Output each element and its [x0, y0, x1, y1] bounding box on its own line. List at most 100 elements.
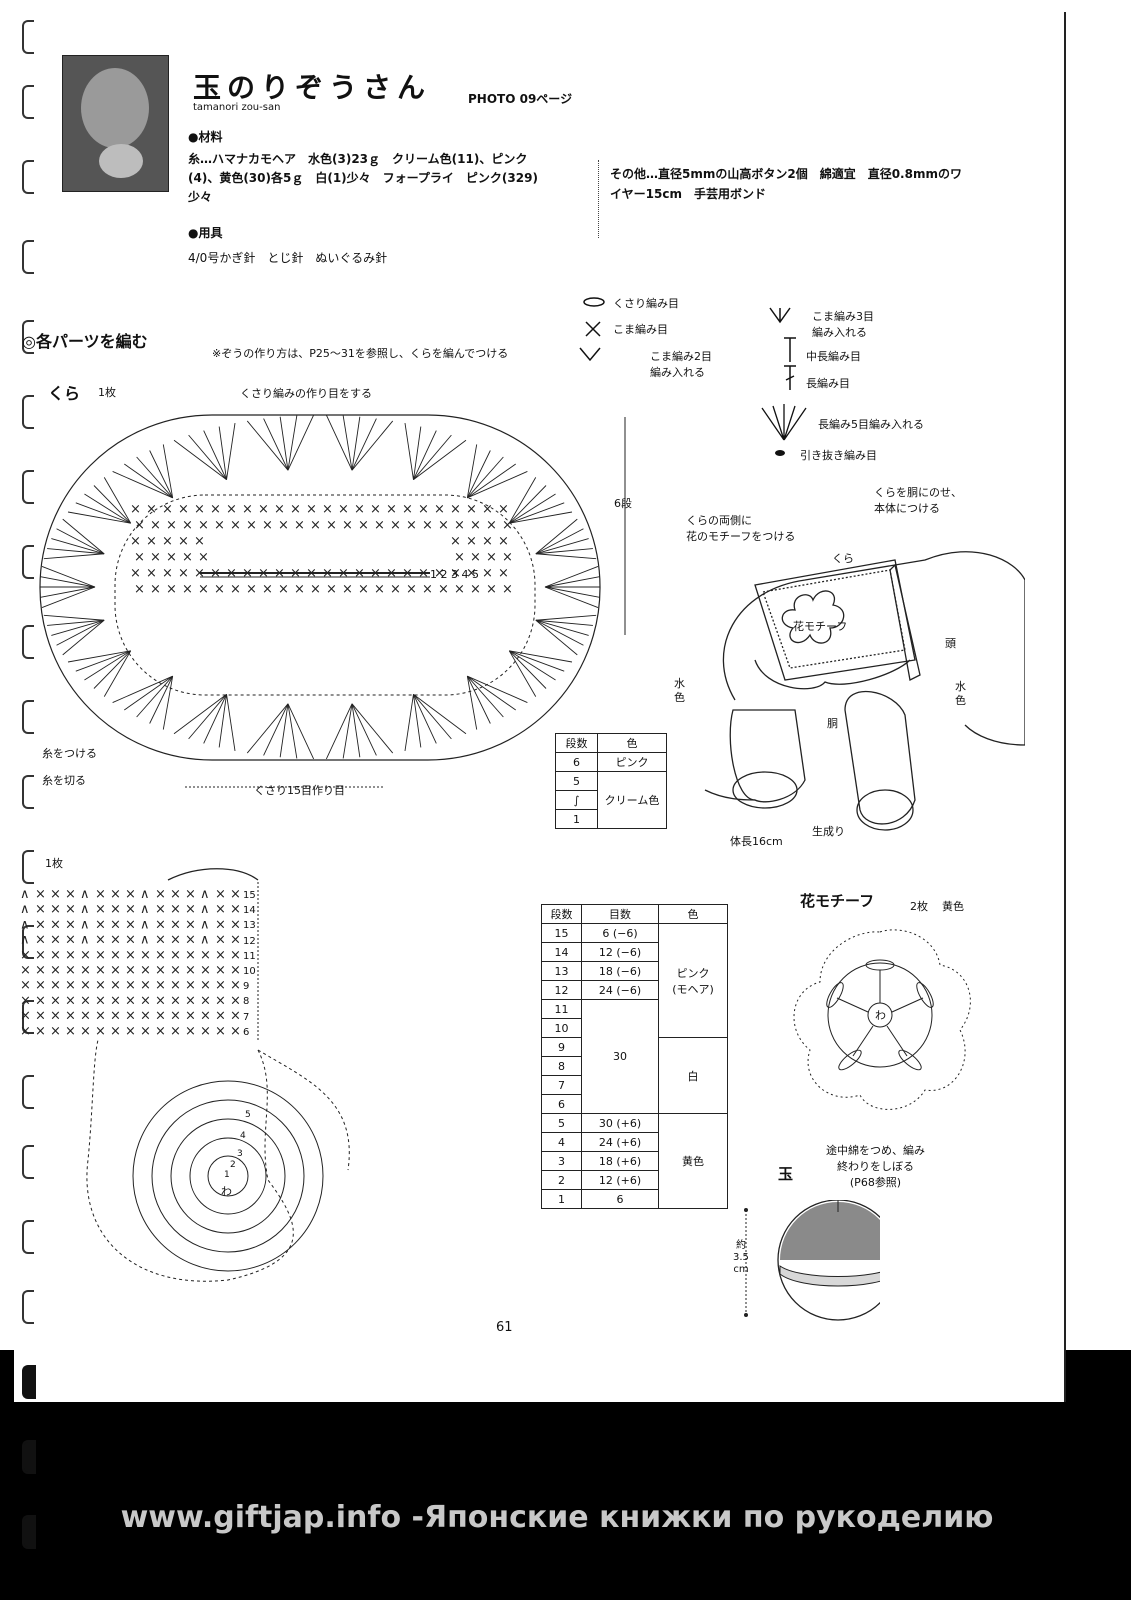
- svg-text:×: ×: [125, 902, 136, 917]
- svg-text:×: ×: [155, 902, 166, 917]
- table-cell: 6: [555, 752, 598, 772]
- svg-text:×: ×: [50, 963, 61, 978]
- svg-text:×: ×: [454, 582, 465, 597]
- svg-text:×: ×: [454, 518, 465, 533]
- svg-text:×: ×: [65, 1009, 76, 1024]
- table-cell: 6 (−6): [581, 923, 659, 943]
- svg-text:×: ×: [35, 978, 46, 993]
- svg-text:×: ×: [438, 518, 449, 533]
- svg-text:∧: ∧: [200, 902, 210, 917]
- kura-title: くら: [48, 384, 81, 403]
- svg-text:×: ×: [322, 502, 333, 517]
- tools-line: 4/0号かぎ針 とじ針 ぬいぐるみ針: [188, 251, 388, 265]
- svg-text:×: ×: [215, 1024, 226, 1039]
- svg-text:×: ×: [418, 502, 429, 517]
- svg-text:×: ×: [230, 948, 241, 963]
- elephant-length: 体長16cm: [730, 835, 783, 848]
- svg-text:×: ×: [230, 963, 241, 978]
- svg-text:∧: ∧: [80, 933, 90, 948]
- table-cell: 6: [541, 1094, 582, 1114]
- svg-text:×: ×: [230, 518, 241, 533]
- tama-note: 途中綿をつめ、編み 終わりをしぼる (P68参照): [826, 1144, 925, 1189]
- svg-text:×: ×: [242, 502, 253, 517]
- row-number: 12: [243, 935, 256, 947]
- svg-text:×: ×: [262, 582, 273, 597]
- svg-text:×: ×: [35, 948, 46, 963]
- table-cell: 2: [541, 1170, 582, 1190]
- table-cell: 18 (−6): [581, 961, 659, 981]
- row-mark: 1: [430, 568, 437, 581]
- svg-text:×: ×: [358, 582, 369, 597]
- row-number: 15: [243, 890, 256, 901]
- svg-text:×: ×: [498, 502, 509, 517]
- svg-text:×: ×: [215, 993, 226, 1008]
- elephant-finish: 生成り: [812, 825, 845, 838]
- svg-text:×: ×: [274, 502, 285, 517]
- svg-text:×: ×: [178, 566, 189, 581]
- svg-text:×: ×: [210, 566, 221, 581]
- svg-text:×: ×: [422, 582, 433, 597]
- svg-text:×: ×: [194, 566, 205, 581]
- svg-text:×: ×: [134, 550, 145, 565]
- tools-heading: ●用具: [188, 226, 223, 240]
- svg-text:×: ×: [20, 1009, 31, 1024]
- svg-text:×: ×: [155, 1009, 166, 1024]
- svg-text:×: ×: [125, 917, 136, 932]
- svg-text:×: ×: [35, 933, 46, 948]
- svg-text:×: ×: [95, 917, 106, 932]
- svg-text:×: ×: [230, 1024, 241, 1039]
- table-cell: 1: [555, 809, 598, 829]
- svg-text:×: ×: [214, 518, 225, 533]
- elephant-illustration: [704, 551, 1025, 831]
- table-cell: 8: [541, 1056, 582, 1076]
- svg-text:×: ×: [178, 502, 189, 517]
- row-number: 7: [243, 1011, 250, 1023]
- svg-text:×: ×: [482, 502, 493, 517]
- svg-text:×: ×: [185, 963, 196, 978]
- svg-text:∧: ∧: [200, 917, 210, 932]
- svg-text:×: ×: [110, 978, 121, 993]
- svg-text:×: ×: [140, 978, 151, 993]
- row-mark: 4: [461, 568, 469, 581]
- svg-text:×: ×: [194, 502, 205, 517]
- svg-text:×: ×: [418, 566, 429, 581]
- parts-note: ※ぞうの作り方は、P25～31を参照し、くらを編んでつける: [212, 347, 509, 360]
- svg-text:∧: ∧: [140, 917, 150, 932]
- legend-symbols: [579, 297, 807, 456]
- ball-wa: わ: [221, 1185, 232, 1198]
- svg-text:×: ×: [162, 502, 173, 517]
- svg-text:×: ×: [258, 566, 269, 581]
- svg-text:×: ×: [278, 582, 289, 597]
- svg-text:×: ×: [65, 902, 76, 917]
- svg-text:×: ×: [50, 993, 61, 1008]
- svg-text:×: ×: [502, 550, 513, 565]
- svg-text:×: ×: [294, 582, 305, 597]
- legend-hdc: 中長編み目: [806, 350, 861, 363]
- svg-text:×: ×: [140, 1009, 151, 1024]
- svg-text:×: ×: [110, 963, 121, 978]
- svg-text:×: ×: [185, 993, 196, 1008]
- svg-text:×: ×: [35, 902, 46, 917]
- svg-text:∧: ∧: [140, 933, 150, 948]
- svg-text:×: ×: [134, 582, 145, 597]
- svg-text:×: ×: [95, 948, 106, 963]
- svg-text:×: ×: [185, 978, 196, 993]
- svg-text:×: ×: [110, 917, 121, 932]
- svg-text:×: ×: [65, 978, 76, 993]
- svg-text:∧: ∧: [140, 902, 150, 917]
- legend-inc2: こま編み2目 編み入れる: [650, 350, 712, 379]
- svg-text:×: ×: [370, 502, 381, 517]
- row-number: 6: [243, 1026, 250, 1038]
- svg-text:×: ×: [155, 887, 166, 902]
- svg-text:×: ×: [422, 518, 433, 533]
- svg-text:×: ×: [434, 566, 445, 581]
- footer-banner: www.giftjap.info -Японские книжки по рук…: [72, 1488, 1042, 1548]
- svg-text:×: ×: [140, 948, 151, 963]
- table-cell: 5: [541, 1113, 582, 1133]
- ball-circle-num: 5: [245, 1110, 251, 1120]
- svg-text:×: ×: [386, 566, 397, 581]
- materials-heading: ●材料: [188, 130, 223, 144]
- svg-text:∧: ∧: [80, 887, 90, 902]
- svg-text:×: ×: [95, 902, 106, 917]
- kura-row-marks: 1 2 3 4 5: [430, 568, 479, 581]
